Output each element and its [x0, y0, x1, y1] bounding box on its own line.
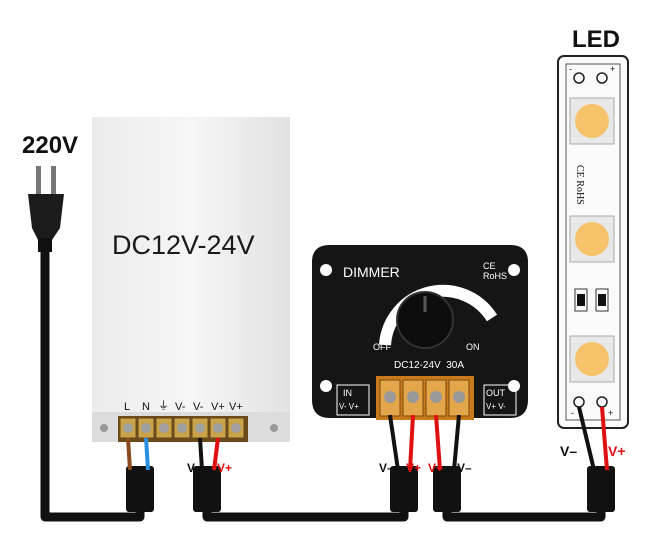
- led-strip: [557, 55, 629, 429]
- dimmer-out-terminals: V+ V-: [486, 402, 506, 411]
- led-wires: [577, 406, 609, 471]
- dimmer-wires: [388, 414, 461, 471]
- led-strip-marks: CE RoHS: [574, 165, 585, 205]
- psu-terminal-label: L: [124, 401, 131, 413]
- dimmer-in-label: IN: [343, 388, 352, 398]
- led-chip: [569, 335, 615, 383]
- dimmer-in-terminals: V- V+: [339, 402, 359, 411]
- led-pad-label: +: [610, 64, 616, 74]
- certification-marks: CE RoHS: [483, 261, 508, 281]
- dimmer-title: DIMMER: [343, 264, 400, 280]
- psu-title: DC12V-24V: [112, 230, 255, 260]
- wire-label-pos: V+: [406, 461, 422, 475]
- dimmer-off-label: OFF: [373, 342, 391, 352]
- dimmer-out-label: OUT: [486, 388, 505, 398]
- resistor-pads: [574, 288, 609, 312]
- led-pad-label: +: [608, 408, 614, 418]
- psu-terminal-label: V-: [175, 401, 186, 413]
- ground-icon: ⏚: [158, 400, 169, 412]
- dimmer-on-label: ON: [466, 342, 480, 352]
- led-chip: [569, 215, 615, 263]
- psu-to-dimmer-cable: [202, 470, 409, 522]
- power-plug-icon: [28, 166, 64, 252]
- dimmer-unit: [312, 245, 528, 420]
- wire-label-pos: V+: [217, 461, 233, 475]
- input-voltage-label: 220V: [22, 132, 79, 159]
- power-supply-unit: [92, 117, 290, 442]
- psu-terminal-label: V-: [193, 401, 204, 413]
- wire-label-neg: V–: [187, 461, 202, 475]
- led-pad-label: -: [571, 408, 574, 418]
- wire-label-pos: V+: [608, 443, 626, 459]
- psu-wires: [126, 437, 220, 471]
- wire-label-neg: V–: [457, 461, 472, 475]
- psu-terminal-label: V+: [211, 401, 225, 413]
- wire-label-neg: V–: [379, 461, 394, 475]
- psu-terminal-label: N: [142, 401, 150, 413]
- led-chip: [569, 97, 615, 145]
- wire-label-neg: V–: [560, 443, 578, 459]
- wire-label-pos: V+: [428, 461, 444, 475]
- led-pad-label: -: [569, 64, 572, 74]
- dimmer-to-led-cable: [442, 470, 606, 522]
- led-title: LED: [572, 26, 620, 53]
- dimmer-rating: DC12-24V 30A: [394, 360, 465, 371]
- cable-sleeves: [126, 466, 615, 512]
- psu-terminal-label: V+: [229, 401, 243, 413]
